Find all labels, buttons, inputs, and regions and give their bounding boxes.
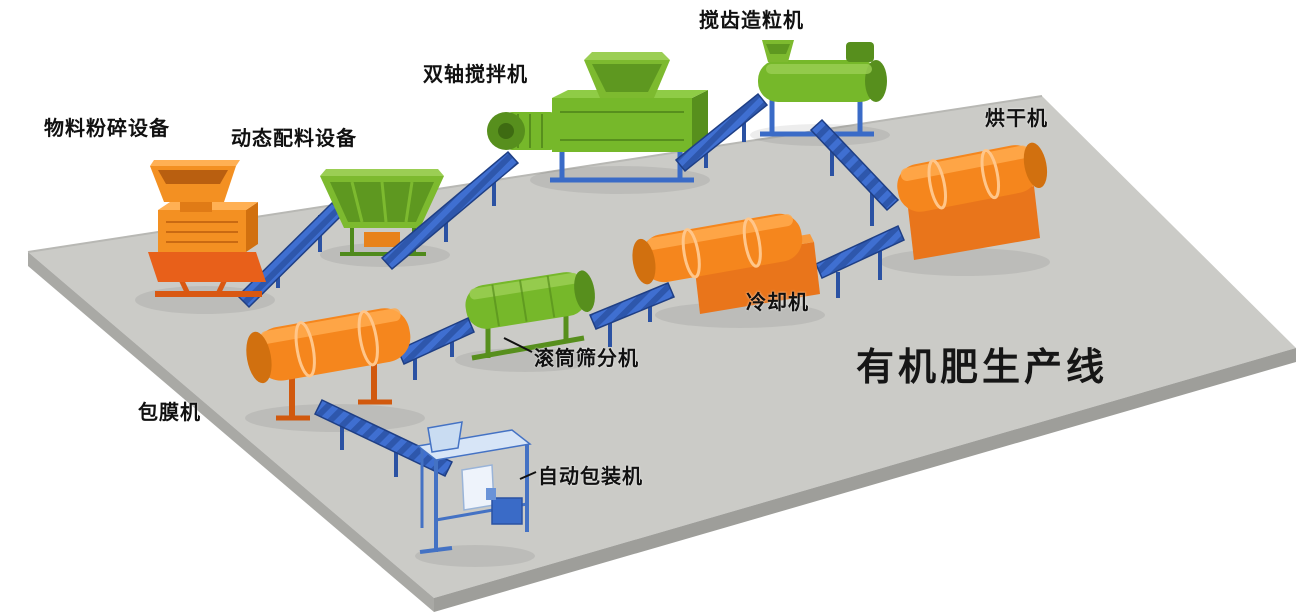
label-coater: 包膜机 bbox=[138, 402, 201, 424]
dryer-machine bbox=[897, 142, 1048, 260]
conveyor-granulator-to-dryer bbox=[809, 118, 900, 226]
conveyor-batching-to-mixer bbox=[380, 150, 520, 271]
label-granulator: 搅齿造粒机 bbox=[699, 10, 804, 32]
label-packer: 自动包装机 bbox=[538, 466, 643, 488]
screener-machine bbox=[465, 270, 595, 361]
crusher-machine bbox=[148, 160, 266, 297]
label-screener: 滚筒筛分机 bbox=[534, 348, 639, 370]
label-dryer: 烘干机 bbox=[985, 108, 1048, 130]
conveyor-dryer-to-cooler bbox=[815, 224, 905, 298]
label-cooler: 冷却机 bbox=[746, 292, 809, 314]
conveyor-screener-to-coater bbox=[397, 316, 475, 380]
label-batching: 动态配料设备 bbox=[231, 128, 357, 150]
coater-machine bbox=[246, 308, 411, 421]
packer-machine bbox=[416, 421, 532, 554]
cooler-machine bbox=[632, 213, 820, 314]
label-crusher: 物料粉碎设备 bbox=[44, 118, 170, 140]
label-mixer: 双轴搅拌机 bbox=[423, 64, 528, 86]
conveyor-cooler-to-screener bbox=[589, 282, 675, 347]
mixer-machine bbox=[487, 52, 708, 183]
conveyor-mixer-to-granulator bbox=[674, 92, 769, 173]
label-leader-lines bbox=[503, 337, 537, 480]
granulator-machine bbox=[758, 40, 887, 137]
diagram-title: 有机肥生产线 bbox=[856, 347, 1109, 389]
